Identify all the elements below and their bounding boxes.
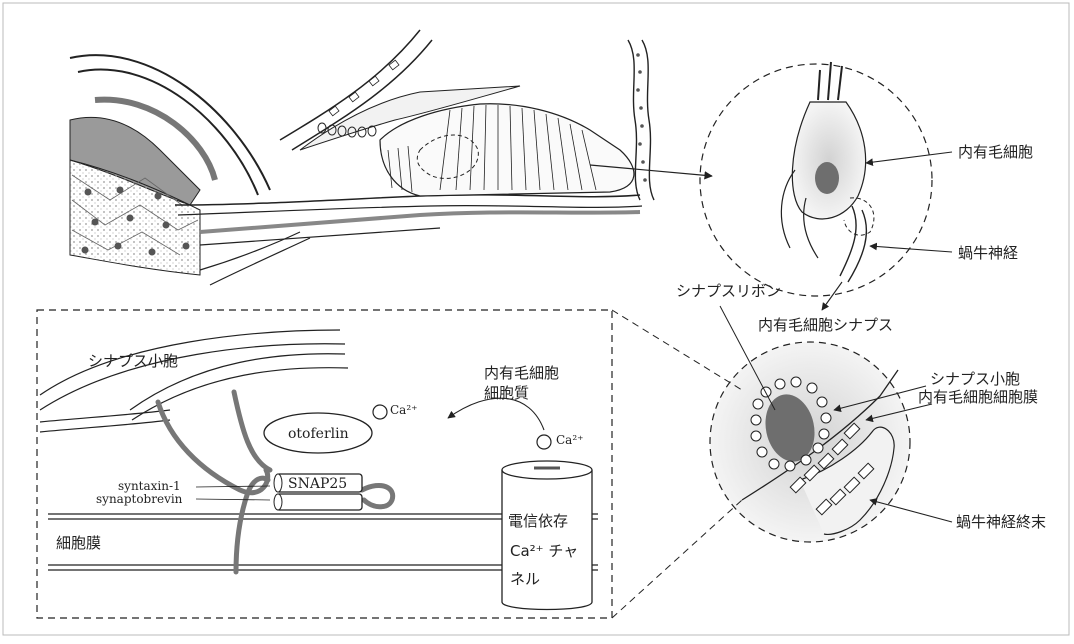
ca-ion-bound: [373, 405, 387, 419]
label-channel-1: 電信依存: [508, 512, 568, 530]
label-synaptobrevin: synaptobrevin: [96, 492, 183, 506]
ca-channel: [502, 470, 592, 610]
label-ihc-membrane: 内有毛細胞細胞膜: [918, 388, 1038, 406]
label-syntaxin: syntaxin-1: [118, 479, 181, 493]
label-synaptic-vesicle-right: シナプス小胞: [930, 370, 1020, 388]
label-ca-channel: Ca²⁺: [556, 433, 583, 447]
inner-hair-cell-inset: [700, 62, 952, 310]
inner-hair-cell-body: [792, 102, 865, 219]
label-ca-top: Ca²⁺: [390, 403, 417, 417]
label-otoferlin: otoferlin: [288, 426, 349, 442]
ca-ion-channel: [537, 435, 551, 449]
label-synaptic-vesicle-left: シナプス小胞: [88, 352, 178, 370]
label-cochlear-nerve: 蝸牛神経: [958, 244, 1018, 262]
label-snap25: SNAP25: [288, 476, 347, 492]
synapse-inset: [710, 306, 952, 542]
label-ihc-cytoplasm-2: 細胞質: [484, 384, 529, 402]
label-synaptic-ribbon: シナプスリボン: [676, 282, 781, 300]
cochlea-cross-section: [70, 30, 712, 285]
nucleus: [815, 162, 839, 194]
label-ihc-cytoplasm-1: 内有毛細胞: [484, 364, 559, 382]
label-inner-hair-cell: 内有毛細胞: [958, 143, 1033, 161]
label-channel-2: Ca²⁺ チャ: [510, 542, 578, 560]
label-ihc-synapse: 内有毛細胞シナプス: [758, 316, 893, 334]
label-cell-membrane: 細胞膜: [56, 534, 101, 552]
syntaxin-helix: [276, 494, 362, 510]
label-cochlear-nerve-terminal: 蝸牛神経終末: [956, 513, 1046, 531]
label-channel-3: ネル: [510, 570, 540, 588]
